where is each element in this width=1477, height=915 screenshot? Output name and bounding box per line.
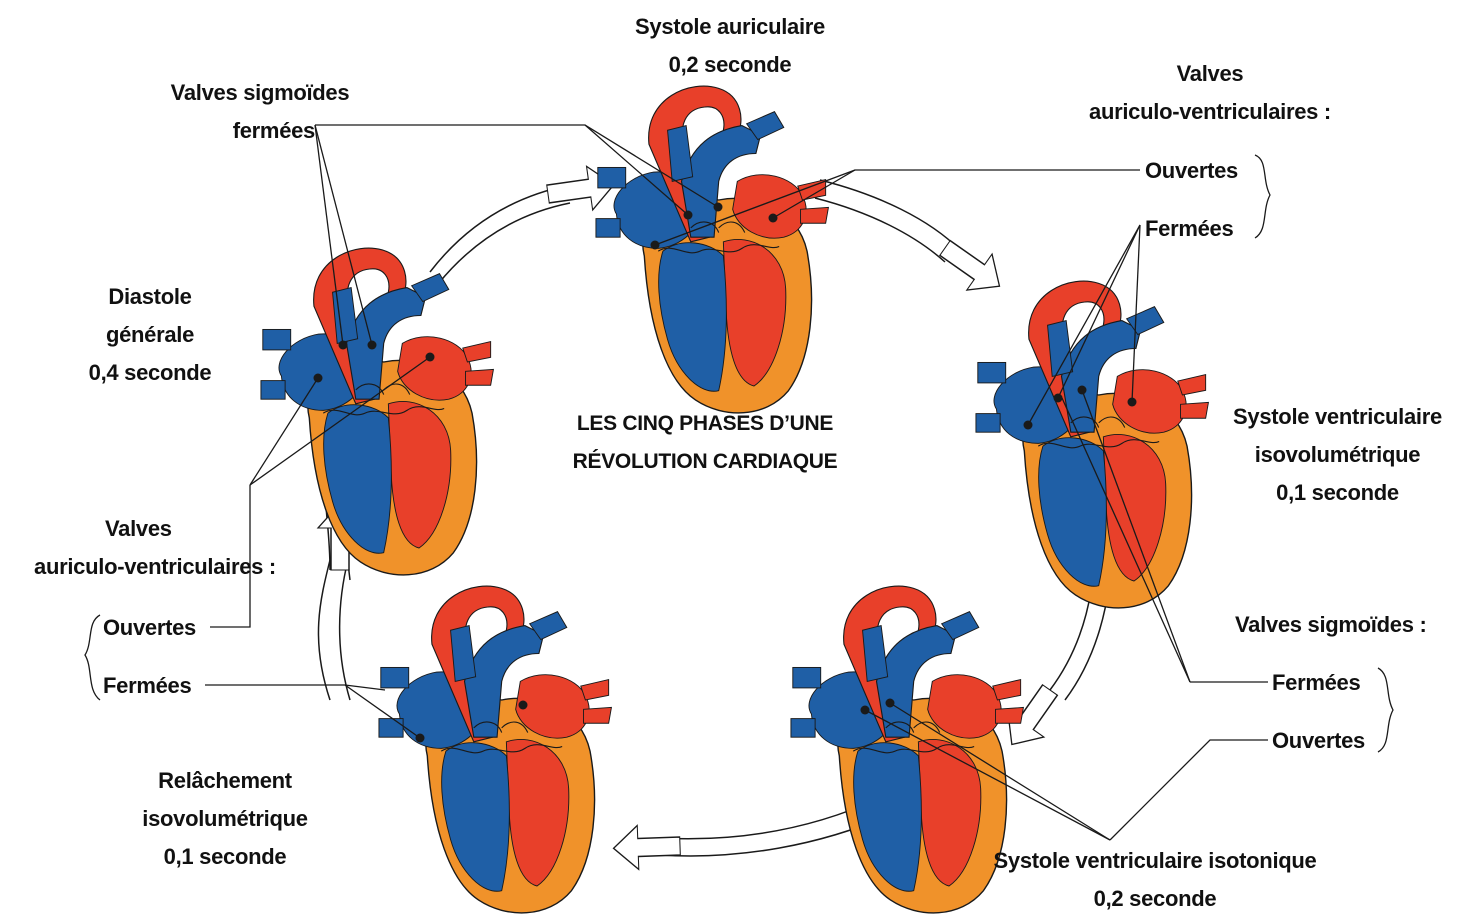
av-heading-line-2-left: auriculo-ventriculaires : [5, 548, 305, 586]
label-av-valves-bottom-left: Valves auriculo-ventriculaires : [5, 510, 305, 586]
label-sigmoid-closed-bottom-right: Fermées [1272, 670, 1360, 696]
label-av-open-bottom-left: Ouvertes [103, 615, 196, 641]
diastole-duration: 0,4 seconde [50, 354, 250, 392]
sigmoid-heading: Valves sigmoïdes [145, 74, 375, 112]
label-isotonic-systole: Systole ventriculaire isotonique 0,2 sec… [955, 842, 1355, 915]
heart-isovolumetric-relaxation [379, 586, 612, 913]
av-heading-line-1: Valves [1060, 55, 1360, 93]
diastole-subname: générale [50, 316, 250, 354]
isotonic-systole-duration: 0,2 seconde [955, 880, 1355, 915]
heart-atrial-systole [596, 86, 829, 413]
label-sigmoid-closed-top-left: Valves sigmoïdes fermées [145, 74, 375, 150]
iso-contraction-duration: 0,1 seconde [1195, 474, 1477, 512]
label-sigmoid-heading-bottom-right: Valves sigmoïdes : [1235, 612, 1426, 638]
heart-isovolumetric-contraction [976, 281, 1209, 608]
iso-relaxation-name: Relâchement [110, 762, 340, 800]
label-av-closed-top-right: Fermées [1145, 216, 1233, 242]
cycle-arrow-4 [613, 824, 681, 870]
av-heading-line-2: auriculo-ventriculaires : [1060, 93, 1360, 131]
cycle-arrow-2 [932, 230, 1012, 304]
label-atrial-systole: Systole auriculaire 0,2 seconde [590, 8, 870, 84]
iso-relaxation-duration: 0,1 seconde [110, 838, 340, 876]
label-av-closed-bottom-left: Fermées [103, 673, 191, 699]
isotonic-systole-name: Systole ventriculaire isotonique [955, 842, 1355, 880]
label-sigmoid-open-bottom-right: Ouvertes [1272, 728, 1365, 754]
title-line-1: LES CINQ PHASES D’UNE [545, 405, 865, 443]
label-av-open-top-right: Ouvertes [1145, 158, 1238, 184]
sigmoid-state: fermées [145, 112, 375, 150]
atrial-systole-name: Systole auriculaire [590, 8, 870, 46]
label-isovolumetric-contraction: Systole ventriculaire isovolumétrique 0,… [1195, 398, 1477, 512]
label-general-diastole: Diastole générale 0,4 seconde [50, 278, 250, 392]
label-isovolumetric-relaxation: Relâchement isovolumétrique 0,1 seconde [110, 762, 340, 876]
iso-contraction-name: Systole ventriculaire [1195, 398, 1477, 436]
iso-contraction-subname: isovolumétrique [1195, 436, 1477, 474]
title-line-2: RÉVOLUTION CARDIAQUE [545, 443, 865, 481]
label-av-valves-top-right: Valves auriculo-ventriculaires : [1060, 55, 1360, 131]
diastole-name: Diastole [50, 278, 250, 316]
atrial-systole-duration: 0,2 seconde [590, 46, 870, 84]
iso-relaxation-subname: isovolumétrique [110, 800, 340, 838]
av-heading-line-1-left: Valves [5, 510, 305, 548]
diagram-title: LES CINQ PHASES D’UNE RÉVOLUTION CARDIAQ… [545, 405, 865, 481]
